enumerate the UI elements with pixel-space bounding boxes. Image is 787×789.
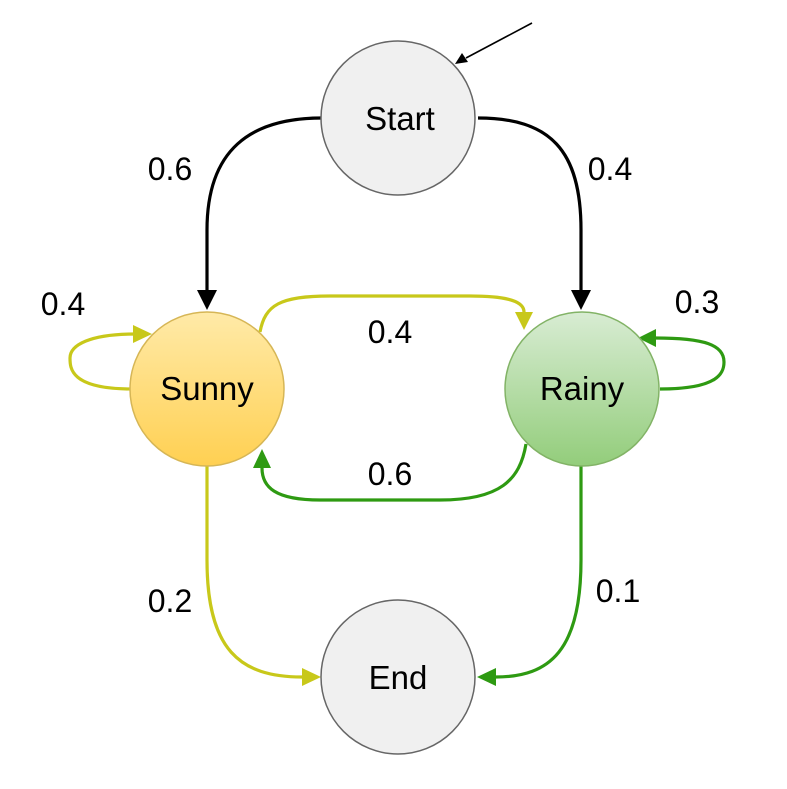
edge-sunny-to-sunny <box>68 325 152 391</box>
node-start-circle <box>321 41 475 195</box>
edge-rainy-to-end-label: 0.1 <box>596 573 640 609</box>
node-rainy: Rainy <box>504 311 660 467</box>
initial-pointer-arrowhead <box>455 53 468 64</box>
node-sunny: Sunny <box>129 311 285 467</box>
node-sunny-circle <box>130 312 284 466</box>
node-start: Start <box>320 40 476 196</box>
node-rainy-circle <box>505 312 659 466</box>
edge-rainy-to-end-path <box>495 465 583 679</box>
edge-rainy-to-rainy-label: 0.3 <box>675 284 719 320</box>
edge-rainy-to-sunny-arrowhead <box>253 449 271 468</box>
edge-sunny-to-sunny-path <box>68 332 136 391</box>
edge-start-to-rainy-label: 0.4 <box>588 151 632 187</box>
edge-sunny-to-end-path <box>205 465 303 679</box>
edge-start-to-sunny <box>197 116 323 310</box>
edge-rainy-to-rainy <box>638 329 726 391</box>
edge-start-to-rainy-path <box>477 116 583 290</box>
node-end-label: End <box>369 659 428 696</box>
edge-rainy-to-rainy-path <box>654 336 726 391</box>
edge-sunny-to-sunny-label: 0.4 <box>41 286 85 322</box>
node-start-label: Start <box>365 100 435 137</box>
edge-rainy-to-end-arrowhead <box>477 668 496 686</box>
node-rainy-label: Rainy <box>540 370 625 407</box>
edge-rainy-to-end <box>477 465 583 686</box>
edge-start-to-sunny-path <box>205 116 323 290</box>
edge-sunny-to-sunny-arrowhead <box>133 325 152 343</box>
edge-start-to-sunny-label: 0.6 <box>148 151 192 187</box>
node-sunny-outline <box>129 311 285 467</box>
initial-pointer <box>455 22 533 64</box>
node-end-outline <box>320 599 476 755</box>
edge-sunny-to-rainy-arrowhead <box>515 312 533 330</box>
edge-rainy-to-sunny-path <box>260 443 528 502</box>
node-start-outline <box>320 40 476 196</box>
node-end: End <box>320 599 476 755</box>
edge-start-to-rainy-arrowhead <box>571 290 591 310</box>
edge-rainy-to-sunny <box>253 443 528 502</box>
edge-start-to-rainy <box>477 116 591 310</box>
edge-sunny-to-rainy-path <box>258 294 526 333</box>
node-end-circle <box>321 600 475 754</box>
node-sunny-label: Sunny <box>160 370 254 407</box>
edge-sunny-to-end-label: 0.2 <box>148 583 192 619</box>
edge-sunny-to-end <box>205 465 321 686</box>
edge-sunny-to-rainy-label: 0.4 <box>368 314 412 350</box>
node-rainy-outline <box>504 311 660 467</box>
edge-sunny-to-rainy <box>258 294 533 333</box>
edge-rainy-to-rainy-arrowhead <box>638 329 656 347</box>
edge-rainy-to-sunny-label: 0.6 <box>368 456 412 492</box>
initial-pointer-line <box>465 22 533 59</box>
edge-start-to-sunny-arrowhead <box>197 290 217 310</box>
edge-sunny-to-end-arrowhead <box>302 668 321 686</box>
